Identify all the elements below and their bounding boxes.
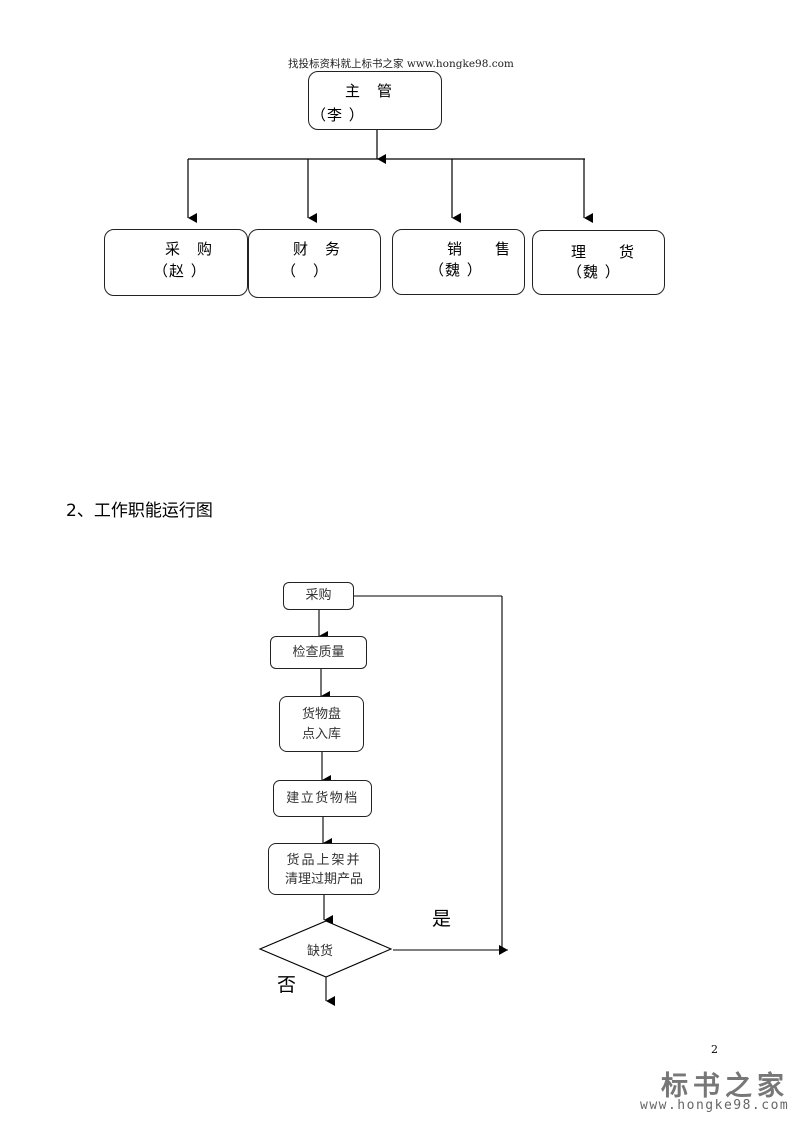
header-watermark: 找投标资料就上标书之家 www.hongke98.com — [288, 58, 514, 70]
org-box-sales: 销 售 （魏 ） — [392, 229, 525, 295]
section-heading: 2、工作职能运行图 — [66, 501, 213, 521]
org-box-title: 采 购 — [165, 240, 214, 258]
yes-label: 是 — [432, 908, 452, 930]
flow-step-create-record: 建立货物档 — [273, 780, 372, 817]
flow-step-line2: 清理过期产品 — [284, 872, 363, 887]
no-label: 否 — [277, 974, 297, 996]
footer-logo: 标书之家 — [661, 1071, 789, 1102]
org-box-person: （李 ） — [311, 106, 365, 124]
org-box-title: 理 货 — [571, 243, 636, 261]
org-box-title: 销 售 — [447, 240, 512, 258]
org-box-title: 财 务 — [293, 240, 342, 258]
flow-step-inventory: 货物盘 点入库 — [279, 696, 364, 752]
flow-step-purchase: 采购 — [283, 582, 354, 610]
page-number: 2 — [711, 1043, 718, 1056]
decision-label: 缺货 — [307, 944, 334, 959]
org-box-supervisor: 主 管 （李 ） — [308, 71, 442, 130]
org-box-person: （赵 ） — [153, 262, 207, 280]
flow-step-line2: 点入库 — [301, 727, 341, 742]
flow-step-shelving: 货品上架并 清理过期产品 — [268, 843, 380, 895]
org-box-finance: 财 务 （ ） — [248, 229, 381, 298]
flow-step-line1: 货物盘 — [301, 707, 341, 722]
flow-step-line1: 货品上架并 — [286, 853, 362, 868]
org-box-person: （魏 ） — [429, 261, 483, 279]
footer-logo-url: www.hongke98.com — [640, 1098, 790, 1113]
flow-step-quality-check: 检查质量 — [270, 636, 367, 669]
org-box-person: （魏 ） — [567, 263, 621, 281]
org-box-purchasing: 采 购 （赵 ） — [104, 229, 248, 296]
org-box-title: 主 管 — [345, 82, 394, 100]
org-box-stock: 理 货 （魏 ） — [532, 230, 665, 295]
org-box-person: （ ） — [281, 262, 330, 280]
